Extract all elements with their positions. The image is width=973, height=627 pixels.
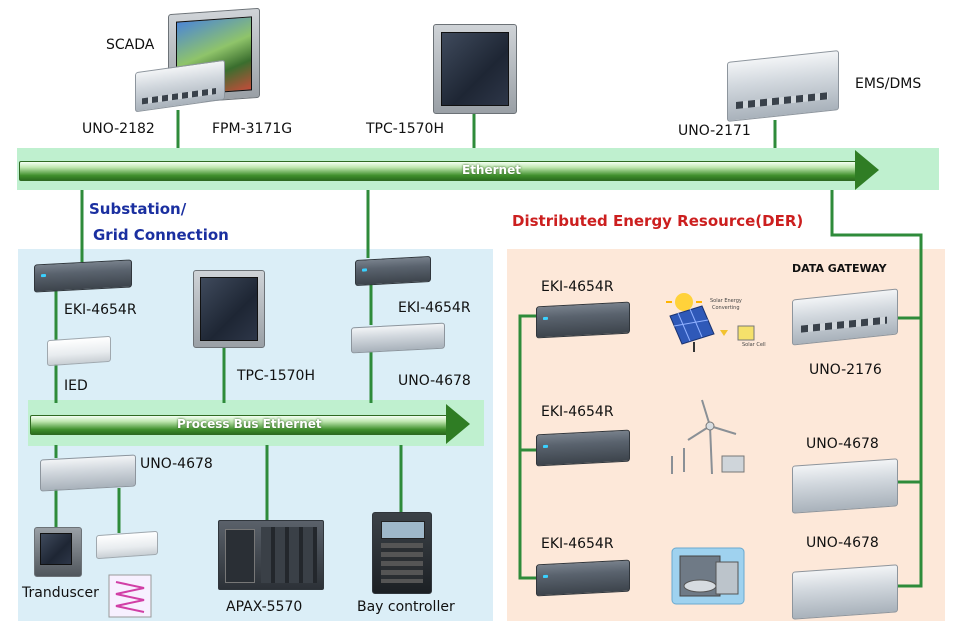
ied-secondary-device: [96, 530, 158, 560]
process-bus-arrow-head: [446, 404, 470, 444]
solar-energy-icon: [666, 293, 755, 352]
substation-heading-line1: Substation/: [89, 200, 187, 218]
ems-dms-label: EMS/DMS: [855, 76, 922, 92]
eki-4654r-der-1-label: EKI-4654R: [541, 279, 614, 295]
ethernet-label: Ethernet: [462, 163, 521, 177]
uno-4678-der-b-label: UNO-4678: [806, 535, 879, 551]
der-heading: Distributed Energy Resource(DER): [512, 212, 804, 230]
eki-4654r-substation-left-label: EKI-4654R: [64, 302, 137, 318]
bay-controller-device: [372, 512, 432, 594]
process-bus-label: Process Bus Ethernet: [177, 417, 322, 431]
eki-4654r-der-3-device: [536, 559, 630, 597]
eki-4654r-der-2-device: [536, 429, 630, 467]
apax-5570-label: APAX-5570: [226, 599, 303, 615]
eki-4654r-der-2-label: EKI-4654R: [541, 404, 614, 420]
eki-4654r-substation-right-device: [355, 256, 431, 286]
apax-5570-device: [218, 520, 324, 590]
uno-4678-substation-bottom-device: [40, 454, 136, 492]
uno-2176-label: UNO-2176: [809, 362, 882, 378]
tpc-1570h-substation-label: TPC-1570H: [237, 368, 315, 384]
solar-label-1: Solar Energy: [710, 298, 742, 304]
eki-4654r-substation-left-device: [34, 259, 132, 293]
eki-4654r-der-3-label: EKI-4654R: [541, 536, 614, 552]
substation-heading-line2: Grid Connection: [93, 226, 229, 244]
uno-4678-substation-top-device: [351, 322, 445, 354]
uno-4678-substation-bottom-label: UNO-4678: [140, 456, 213, 472]
solar-label-3: Solar Cell: [742, 342, 766, 348]
uno-4678-der-a-label: UNO-4678: [806, 436, 879, 452]
eki-4654r-substation-right-label: EKI-4654R: [398, 300, 471, 316]
fpm-3171g-label: FPM-3171G: [212, 121, 293, 137]
energy-storage-icon: [671, 547, 745, 605]
tranduscer-display-device: [34, 527, 82, 577]
uno-2171-device: [727, 50, 839, 122]
scada-label: SCADA: [106, 37, 155, 53]
tranduscer-label: Tranduscer: [22, 585, 99, 601]
solar-label-2: Converting: [712, 305, 740, 311]
uno-2171-label: UNO-2171: [678, 123, 751, 139]
coil-icon: [108, 574, 152, 618]
line-der-bracket: [518, 314, 536, 580]
ied-device: [47, 335, 111, 367]
eki-4654r-der-1-device: [536, 301, 630, 339]
uno-2182-label: UNO-2182: [82, 121, 155, 137]
tpc-1570h-top-device: [433, 24, 517, 114]
tpc-1570h-substation-device: [193, 270, 265, 348]
uno-4678-der-b-device: [792, 564, 898, 620]
line-eth-der: [830, 190, 923, 588]
uno-4678-substation-top-label: UNO-4678: [398, 373, 471, 389]
tpc-1570h-top-label: TPC-1570H: [366, 121, 444, 137]
ied-label: IED: [64, 378, 88, 394]
wind-turbine-icon: [671, 399, 745, 475]
uno-4678-der-a-device: [792, 458, 898, 514]
data-gateway-label: DATA GATEWAY: [792, 262, 887, 275]
bay-controller-label: Bay controller: [357, 599, 455, 615]
ethernet-arrow-head: [855, 150, 879, 190]
